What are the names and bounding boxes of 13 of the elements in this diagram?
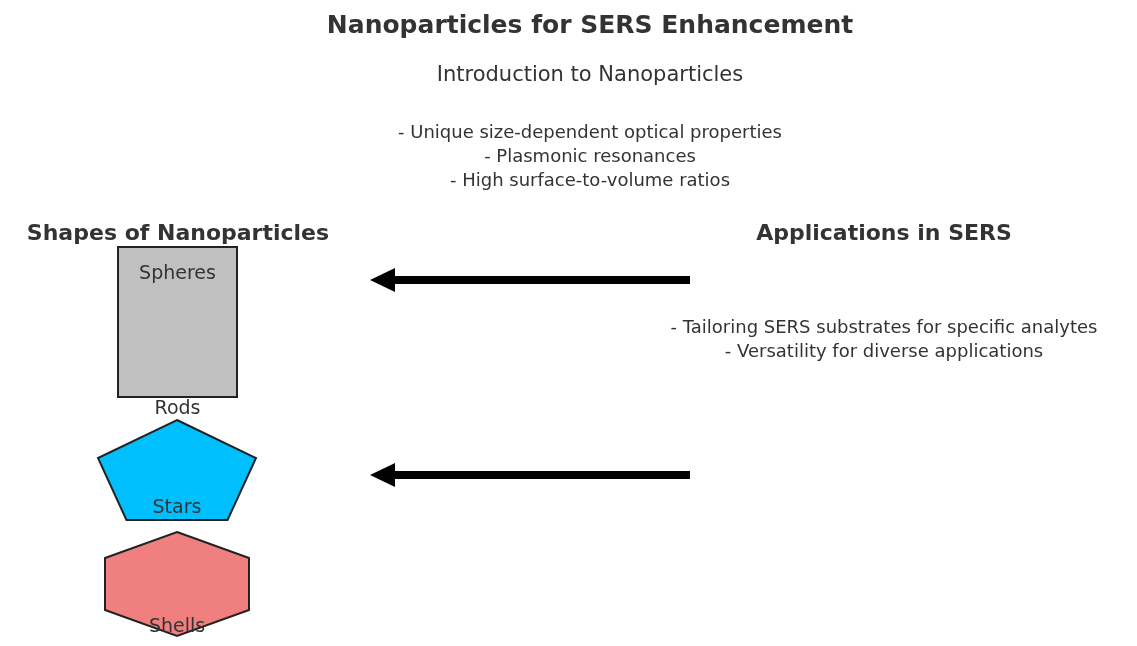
section-heading: Applications in SERS bbox=[755, 220, 1013, 245]
bullet-text: - Versatility for diverse applications bbox=[723, 340, 1045, 361]
shape-label: Shells bbox=[147, 614, 207, 636]
shape-label: Rods bbox=[153, 396, 202, 418]
section-heading: Shapes of Nanoparticles bbox=[25, 220, 331, 245]
shape-label: Stars bbox=[151, 495, 203, 517]
shape-label: Spheres bbox=[138, 261, 217, 283]
bullet-text: - Tailoring SERS substrates for specific analytes bbox=[669, 316, 1099, 337]
bullet-text: - High surface-to-volume ratios bbox=[449, 169, 731, 190]
bullet-text: - Plasmonic resonances bbox=[483, 145, 697, 166]
section-heading: Introduction to Nanoparticles bbox=[435, 62, 745, 86]
diagram-title: Nanoparticles for SERS Enhancement bbox=[325, 10, 855, 39]
bullet-text: - Unique size-dependent optical properties bbox=[397, 121, 783, 142]
